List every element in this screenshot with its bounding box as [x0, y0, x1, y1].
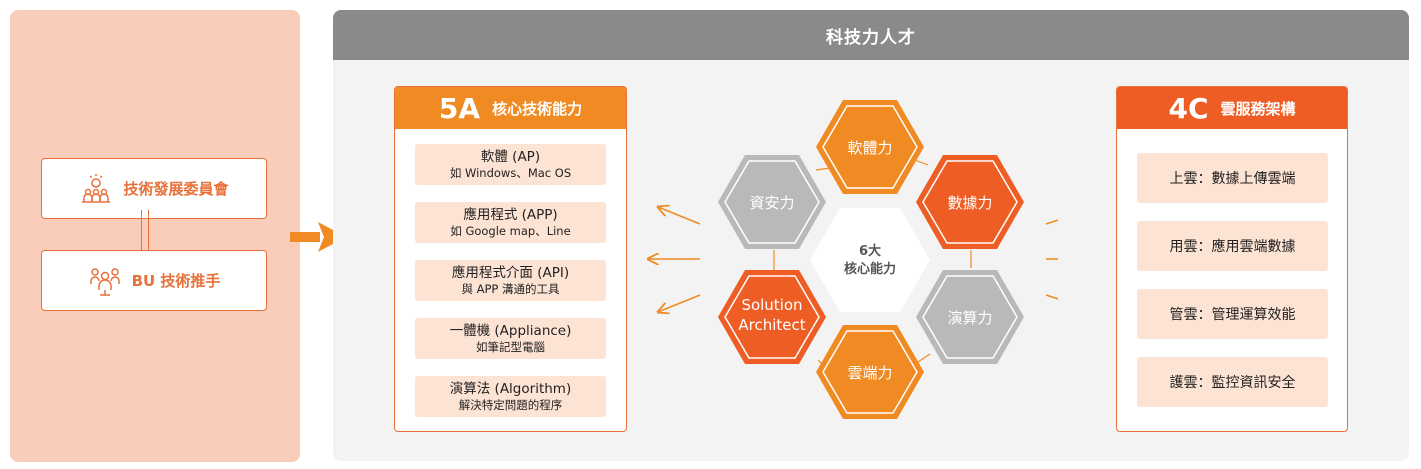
- hex-cloud-label: 雲端力: [847, 364, 892, 382]
- cloud-4c-header: 4C 雲服務架構: [1117, 87, 1347, 129]
- hex-data: 數據力: [916, 155, 1024, 249]
- hex-data-label: 數據力: [947, 194, 992, 212]
- cloud-item: 護雲：監控資訊安全: [1137, 357, 1328, 407]
- committee-icon: [82, 173, 111, 203]
- skill-example: 解決特定問題的程序: [458, 397, 563, 412]
- cloud-4c-title: 4C: [1168, 91, 1209, 125]
- hex-security-label: 資安力: [749, 194, 794, 212]
- center-hex: [810, 208, 930, 312]
- center-label-2: 核心能力: [844, 261, 896, 277]
- skill-item: 演算法 (Algorithm) 解決特定問題的程序: [415, 376, 606, 417]
- hex-security: 資安力: [718, 155, 826, 249]
- skill-item: 一體機 (Appliance) 如筆記型電腦: [415, 318, 606, 359]
- skill-example: 如筆記型電腦: [476, 339, 545, 354]
- skill-title: 一體機 (Appliance): [449, 322, 572, 339]
- cloud-4c-subtitle: 雲服務架構: [1220, 99, 1296, 118]
- cloud-4c-card: 4C 雲服務架構 上雲：數據上傳雲端 用雲：應用雲端數據 管雲：管理運算效能 護…: [1116, 86, 1348, 432]
- main-title: 科技力人才: [333, 10, 1409, 60]
- left-arrows: [648, 207, 701, 312]
- skill-example: 如 Google map、Line: [450, 223, 571, 238]
- hex-cloud: 雲端力: [816, 325, 924, 419]
- hex-software-label: 軟體力: [847, 139, 892, 157]
- hex-compute-label: 演算力: [947, 309, 992, 327]
- org-panel: [10, 10, 300, 462]
- cloud-item: 管雲：管理運算效能: [1137, 289, 1328, 339]
- skill-item: 軟體 (AP) 如 Windows、Mac OS: [415, 144, 606, 185]
- org-connector: [141, 210, 149, 250]
- hex-solution-label-2: Architect: [738, 316, 805, 334]
- flow-arrow-icon: [290, 222, 346, 252]
- hex-solution: Solution Architect: [718, 270, 826, 364]
- team-icon: [89, 267, 120, 296]
- cloud-item: 上雲：數據上傳雲端: [1137, 153, 1328, 203]
- skill-example: 與 APP 溝通的工具: [461, 281, 560, 296]
- skills-5a-subtitle: 核心技術能力: [492, 99, 583, 118]
- center-label-1: 6大: [859, 243, 881, 259]
- skill-example: 如 Windows、Mac OS: [449, 165, 572, 180]
- hex-diagram: 6大 核心能力 軟體力 數據力 演算力 雲端力 Solution Arch: [638, 100, 1058, 419]
- skill-item: 應用程式介面 (API) 與 APP 溝通的工具: [415, 260, 606, 301]
- skills-5a-title: 5A: [438, 91, 481, 125]
- skills-5a-header: 5A 核心技術能力: [395, 87, 626, 129]
- skill-title: 軟體 (AP): [480, 148, 541, 165]
- skill-item: 應用程式 (APP) 如 Google map、Line: [415, 202, 606, 243]
- skill-title: 應用程式 (APP): [463, 206, 558, 223]
- skill-title: 應用程式介面 (API): [451, 264, 570, 281]
- bu-box: BU 技術推手: [41, 250, 267, 311]
- committee-box: 技術發展委員會: [41, 158, 267, 219]
- right-arrows: [1045, 219, 1058, 300]
- hex-software: 軟體力: [816, 100, 924, 194]
- skills-5a-card: 5A 核心技術能力 軟體 (AP) 如 Windows、Mac OS 應用程式 …: [394, 86, 627, 432]
- skill-title: 演算法 (Algorithm): [449, 380, 572, 397]
- bu-label: BU 技術推手: [131, 272, 221, 290]
- hex-solution-label-1: Solution: [741, 296, 802, 314]
- committee-label: 技術發展委員會: [123, 180, 229, 198]
- hex-compute: 演算力: [916, 270, 1024, 364]
- cloud-item: 用雲：應用雲端數據: [1137, 221, 1328, 271]
